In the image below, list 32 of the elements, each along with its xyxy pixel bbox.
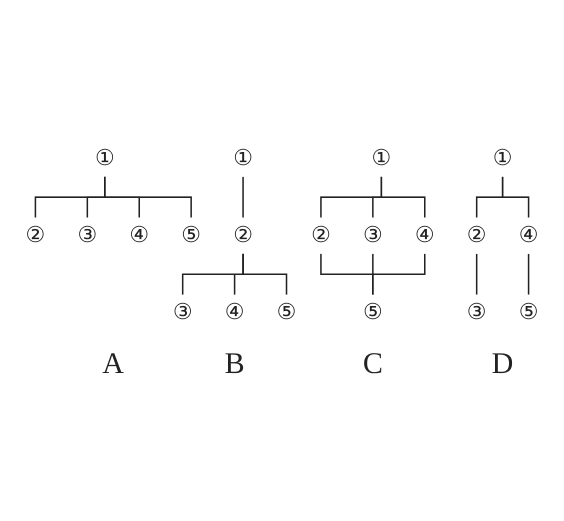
connector — [380, 176, 426, 218]
node-text: ④ — [129, 222, 150, 248]
node-text: ② — [311, 222, 331, 248]
node-text: ⑤ — [518, 299, 538, 325]
node-text: ④ — [518, 222, 538, 248]
node-text: ③ — [77, 222, 98, 248]
node-text: ① — [492, 145, 512, 171]
node-text: ⑤ — [362, 299, 383, 325]
connector — [372, 254, 426, 294]
node-text: ④ — [224, 299, 244, 325]
node-text: ② — [233, 222, 253, 248]
node-text: ① — [371, 145, 392, 171]
figure-label: D — [492, 347, 514, 382]
node-text: ⑤ — [181, 222, 202, 248]
node-text: ② — [466, 222, 487, 248]
figure-label: B — [224, 347, 245, 382]
figure-label: C — [362, 347, 383, 382]
connector — [104, 176, 192, 218]
node-text: ① — [94, 145, 115, 171]
node-text: ③ — [362, 222, 383, 248]
node-text: ⑤ — [276, 299, 296, 325]
connector — [476, 254, 478, 294]
connector — [528, 254, 530, 294]
node-text: ④ — [414, 222, 435, 248]
connector — [242, 254, 288, 294]
connector — [502, 176, 530, 218]
connector — [242, 176, 244, 218]
node-text: ③ — [172, 299, 193, 325]
node-text: ② — [26, 222, 46, 248]
node-text: ③ — [466, 299, 487, 325]
figure-label: A — [102, 347, 124, 382]
node-text: ① — [233, 145, 253, 171]
